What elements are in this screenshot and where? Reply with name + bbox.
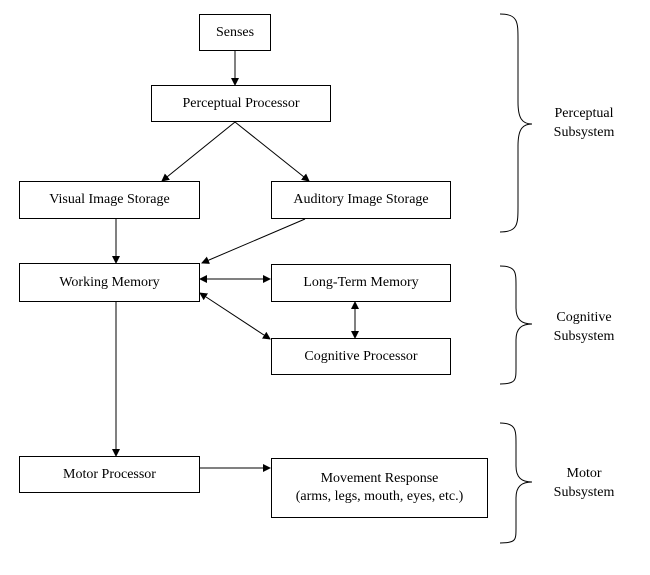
perceptual-processor-box: Perceptual Processor [151, 85, 331, 122]
perceptual-processor-label: Perceptual Processor [182, 95, 300, 111]
cognitive-subsystem-line2: Subsystem [553, 329, 615, 344]
motor-processor-box: Motor Processor [19, 456, 200, 493]
brace-motor-subsystem [499, 422, 533, 544]
brace-cognitive-subsystem [499, 265, 533, 385]
arrow-perceptual-to-visual [161, 121, 236, 182]
motor-processor-label: Motor Processor [63, 466, 156, 482]
cognitive-subsystem-label: Cognitive Subsystem [534, 308, 634, 346]
senses-box: Senses [199, 14, 271, 51]
visual-image-storage-box: Visual Image Storage [19, 181, 200, 219]
arrow-auditory-to-working [201, 218, 306, 264]
motor-subsystem-line2: Subsystem [553, 485, 615, 500]
perceptual-subsystem-label: Perceptual Subsystem [534, 104, 634, 142]
senses-label: Senses [215, 24, 255, 40]
motor-subsystem-label: Motor Subsystem [534, 464, 634, 502]
movement-response-label: Movement Response [320, 471, 439, 486]
long-term-memory-box: Long-Term Memory [271, 264, 451, 302]
long-term-memory-label: Long-Term Memory [303, 275, 419, 290]
brace-perceptual-subsystem [499, 13, 533, 233]
motor-subsystem-line1: Motor [566, 466, 602, 481]
working-memory-label: Working Memory [59, 274, 160, 290]
cognitive-processor-label: Cognitive Processor [304, 348, 418, 364]
perceptual-subsystem-line1: Perceptual [554, 106, 614, 121]
arrow-perceptual-to-auditory [234, 121, 310, 182]
movement-response-box: Movement Response (arms, legs, mouth, ey… [271, 458, 488, 518]
cognitive-subsystem-line1: Cognitive [556, 310, 612, 325]
movement-response-detail: (arms, legs, mouth, eyes, etc.) [295, 489, 464, 504]
perceptual-subsystem-line2: Subsystem [553, 125, 615, 140]
auditory-image-storage-label: Auditory Image Storage [293, 192, 429, 207]
visual-image-storage-label: Visual Image Storage [49, 192, 170, 207]
arrow-working-cognitive [199, 292, 271, 340]
working-memory-box: Working Memory [19, 263, 200, 302]
auditory-image-storage-box: Auditory Image Storage [271, 181, 451, 219]
cognitive-processor-box: Cognitive Processor [271, 338, 451, 375]
